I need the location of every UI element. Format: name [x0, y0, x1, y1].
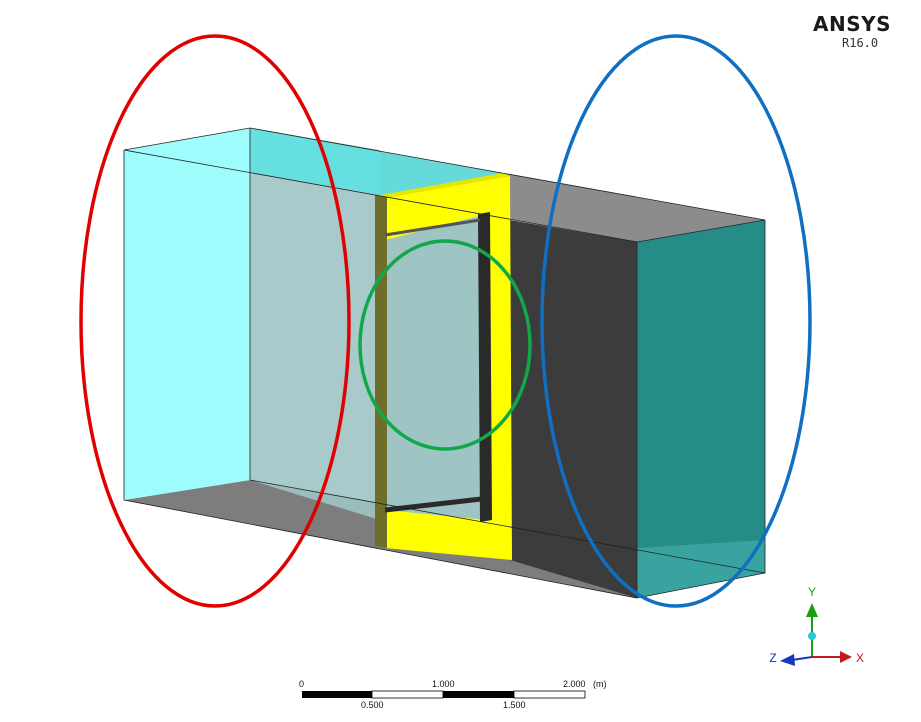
- frame-inner-left-edge: [375, 195, 387, 548]
- scale-label-1000: 1.000: [432, 679, 455, 689]
- window-highlight-ellipse: [358, 239, 532, 451]
- y-axis-arrow-icon: [806, 603, 818, 617]
- inlet-highlight-ellipse: [79, 34, 351, 608]
- scale-label-0: 0: [299, 679, 305, 689]
- model-edges: [123, 127, 766, 599]
- window-sill-line: [384, 495, 491, 513]
- scale-unit: (m): [593, 679, 607, 689]
- scale-label-0500: 0.500: [361, 700, 384, 710]
- x-axis-arrow-icon: [840, 651, 852, 663]
- outlet-domain-lower-face: [637, 540, 765, 598]
- scale-bar: [302, 690, 586, 699]
- frame-opening: [385, 214, 487, 520]
- coordinate-triad[interactable]: Y X Z: [769, 585, 864, 666]
- ansys-logo: ANSYS: [813, 12, 892, 36]
- inlet-domain-side-face: [250, 128, 380, 520]
- inlet-domain-front-face: [124, 128, 250, 500]
- window-head-line: [384, 218, 481, 237]
- scale-label-2000: 2.000: [563, 679, 586, 689]
- x-axis-label: X: [856, 651, 864, 665]
- frame-top-strip: [380, 173, 510, 198]
- y-axis-label: Y: [808, 585, 816, 599]
- triad-origin-icon: [808, 632, 816, 640]
- scale-label-1500: 1.500: [503, 700, 526, 710]
- back-wall-dark: [510, 220, 637, 598]
- outlet-highlight-ellipse: [540, 34, 812, 608]
- outlet-domain-front-face: [637, 220, 765, 598]
- z-axis-label: Z: [769, 651, 776, 665]
- ansys-version: R16.0: [842, 36, 879, 50]
- z-axis-arrow-icon: [780, 654, 795, 666]
- window-mullion: [478, 212, 492, 522]
